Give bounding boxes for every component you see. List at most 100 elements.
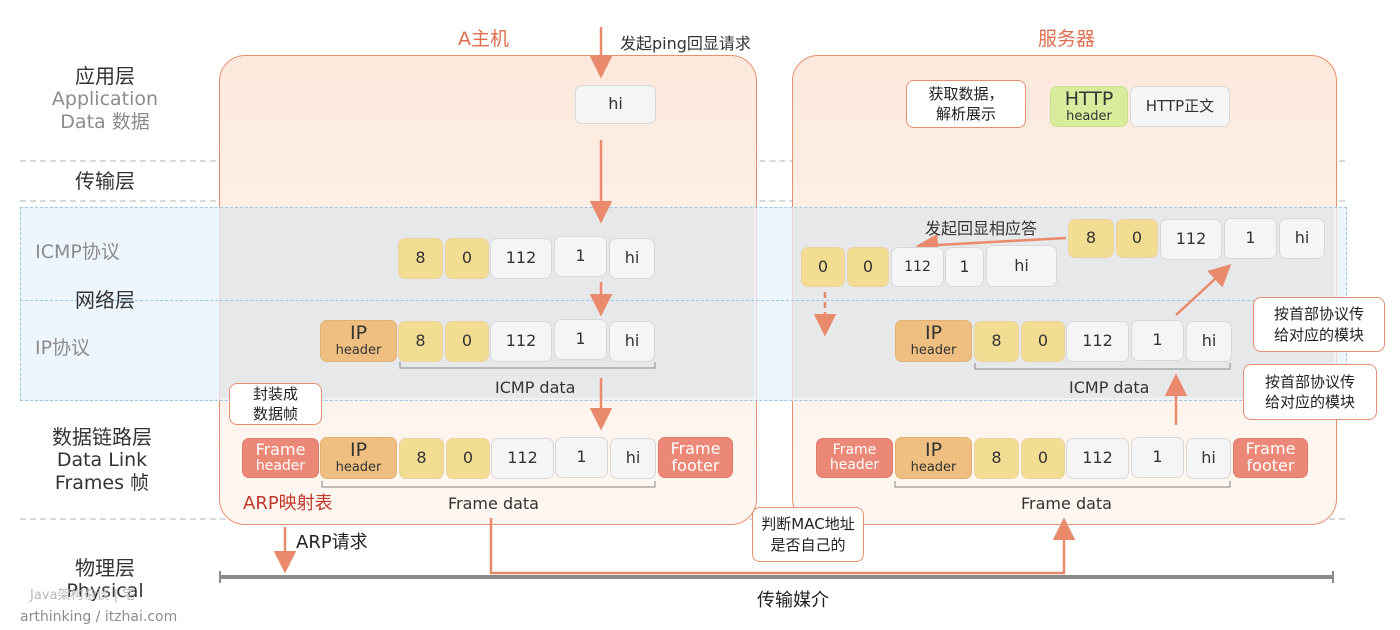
brace-icmp-data-a — [399, 362, 656, 369]
watermark-line1: Java架构杂谈 | 宅 — [30, 588, 136, 603]
layer-application-en: Application — [51, 88, 159, 110]
server-title: 服务器 — [1038, 28, 1096, 50]
frame-footer-line2: footer — [1246, 456, 1295, 475]
host-a-ip-icmp-seq: 1 — [554, 319, 607, 360]
server-ip-header: IP header — [895, 320, 972, 362]
server-frame-icmp-checksum: 112 — [1066, 438, 1129, 479]
mac-check-note: 判断MAC地址是否自己的 — [752, 507, 864, 562]
transmission-line — [489, 517, 1076, 575]
transmission-medium-label: 传输媒介 — [757, 590, 829, 611]
layer-ip-label: IP协议 — [34, 337, 91, 359]
field-text: 0 — [1037, 448, 1049, 468]
layer-datalink-en: Data Link — [56, 449, 148, 471]
note-line1: 判断MAC地址 — [761, 515, 855, 534]
server-reply-label: 发起回显相应答 — [925, 219, 1038, 238]
server-http-header: HTTP header — [1050, 86, 1128, 127]
field-text: 1 — [575, 246, 586, 266]
server-dispatch-note-1: 按首部协议传给对应的模块 — [1253, 297, 1385, 352]
field-text: 0 — [461, 248, 473, 268]
layer-application-cn: 应用层 — [75, 64, 135, 88]
ip-header-line2: header — [335, 460, 382, 476]
server-frame-ip-header: IP header — [895, 437, 972, 479]
host-a-app-data-text: hi — [608, 94, 623, 114]
layer-network: 网络层 — [40, 288, 170, 312]
field-text: 0 — [817, 256, 829, 276]
field-text: 8 — [415, 248, 426, 268]
host-a-frame-icmp-seq: 1 — [555, 437, 608, 478]
field-text: 0 — [862, 256, 874, 276]
host-a-frame-data-label: Frame data — [448, 494, 539, 513]
host-a-ip-icmp-type: 8 — [398, 321, 443, 362]
field-text: 0 — [1131, 228, 1143, 248]
field-text: 112 — [1082, 448, 1113, 468]
field-text: 1 — [575, 329, 586, 349]
server-reply-code: 0 — [847, 247, 889, 287]
field-text: hi — [625, 448, 641, 468]
host-a-title: A主机 — [458, 28, 509, 50]
note-line1: 按首部协议传 — [1264, 372, 1355, 391]
host-a-icmp-seq: 1 — [554, 236, 607, 277]
layer-application: 应用层 Application Data 数据 — [40, 64, 170, 134]
arp-request-label: ARP请求 — [296, 532, 368, 553]
frame-header-line2: header — [829, 457, 880, 473]
note-line1: 获取数据， — [928, 84, 1004, 103]
http-header-line2: header — [1066, 108, 1112, 124]
server-icmp-code: 0 — [1116, 219, 1158, 258]
http-body-text: HTTP正文 — [1145, 96, 1215, 115]
server-dispatch-note-2: 按首部协议传给对应的模块 — [1243, 364, 1377, 420]
layer-datalink-cn: 数据链路层 — [52, 425, 152, 449]
host-a-ip-icmp-checksum: 112 — [490, 321, 552, 362]
host-a-icmp-payload: hi — [609, 238, 655, 279]
server-http-body: HTTP正文 — [1130, 86, 1230, 127]
field-text: hi — [624, 248, 640, 268]
layer-icmp: ICMP协议 — [20, 241, 135, 264]
host-a-frame-ip-header: IP header — [320, 437, 397, 479]
frame-footer-line1: Frame — [670, 438, 721, 458]
server-frame-header: Frame header — [816, 438, 893, 478]
server-ip-icmp-seq: 1 — [1131, 320, 1184, 361]
brace-frame-data-server — [894, 481, 1231, 488]
server-reply-checksum: 112 — [891, 247, 944, 287]
layer-network-cn: 网络层 — [75, 288, 135, 312]
field-text: 112 — [505, 248, 537, 268]
server-reply-seq: 1 — [945, 247, 984, 287]
note-line2: 给对应的模块 — [1273, 325, 1364, 344]
ip-header-line2: header — [910, 460, 957, 476]
field-text: 1 — [1245, 228, 1256, 248]
arrow-reply — [915, 233, 1067, 257]
brace-icmp-data-server — [974, 363, 1231, 370]
host-a-frame-icmp-type: 8 — [399, 438, 444, 479]
icmp-ip-divider — [20, 300, 1345, 301]
note-line1: 封装成 — [252, 384, 298, 403]
host-a-icmp-data-label: ICMP data — [495, 378, 576, 397]
note-line2: 给对应的模块 — [1264, 393, 1355, 411]
frame-header-line1: Frame — [832, 442, 877, 459]
watermark-line2: arthinking / itzhai.com — [20, 609, 178, 625]
field-text: 8 — [991, 331, 1002, 351]
layer-icmp-label: ICMP协议 — [35, 241, 120, 263]
server-frame-footer: Frame footer — [1233, 438, 1308, 478]
http-header-line1: HTTP — [1064, 87, 1114, 110]
field-text: 8 — [415, 331, 426, 351]
field-text: hi — [1294, 228, 1310, 248]
field-text: 0 — [462, 448, 474, 468]
ip-header-line1: IP — [349, 439, 368, 462]
note-line2: 数据帧 — [252, 405, 298, 423]
field-text: 1 — [1152, 447, 1163, 467]
field-text: 1 — [1152, 330, 1163, 350]
field-text: 8 — [416, 448, 427, 468]
ip-header-line1: IP — [349, 322, 368, 345]
layer-datalink: 数据链路层 Data Link Frames 帧 — [32, 425, 172, 495]
server-ip-icmp-payload: hi — [1186, 321, 1232, 362]
server-frame-data-label: Frame data — [1021, 494, 1112, 513]
field-text: 112 — [904, 258, 931, 275]
field-text: hi — [1201, 448, 1216, 468]
field-text: 8 — [1085, 228, 1097, 248]
field-text: hi — [624, 331, 640, 351]
host-a-frame-footer: Frame footer — [658, 437, 733, 478]
arp-table-label: ARP映射表 — [243, 493, 333, 514]
host-a-frame-icmp-code: 0 — [446, 438, 490, 479]
field-text: 0 — [461, 331, 473, 351]
layer-physical: 物理层 Physical — [40, 556, 170, 603]
